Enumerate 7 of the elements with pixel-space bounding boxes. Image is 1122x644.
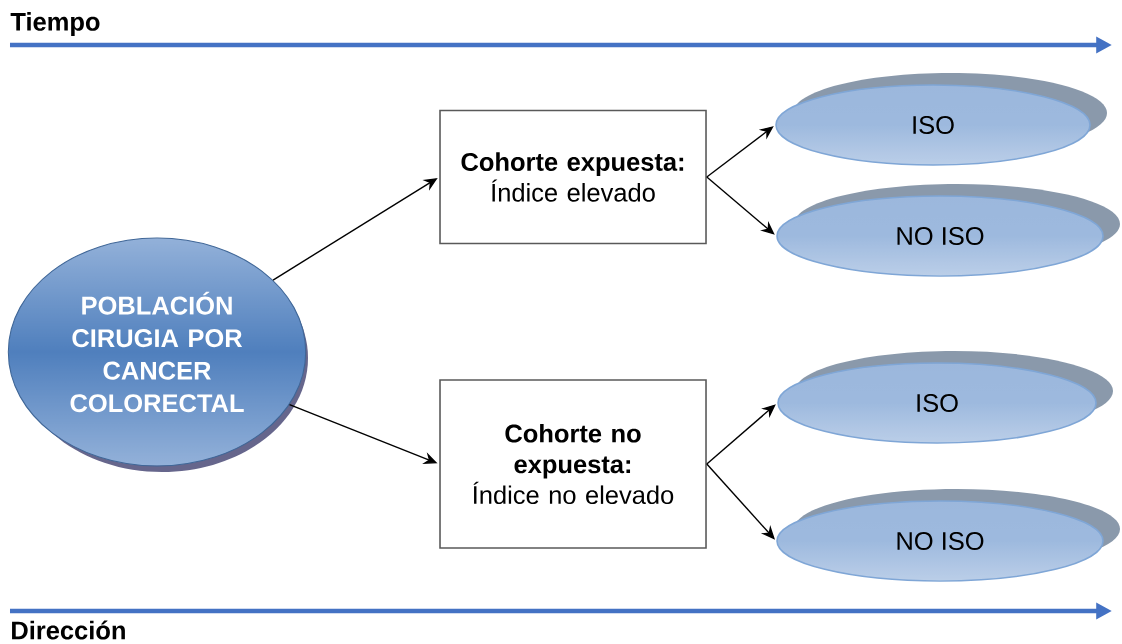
arrow <box>706 126 774 178</box>
axis-label: Tiempo <box>10 12 100 36</box>
arrow <box>706 404 776 465</box>
cohort-box: Cohorte no expuesta: Índice no elevado <box>439 379 707 549</box>
cohort-box: Cohorte expuesta: Índice elevado <box>439 109 707 245</box>
arrow <box>706 176 775 235</box>
axis-label: Dirección <box>12 620 125 640</box>
